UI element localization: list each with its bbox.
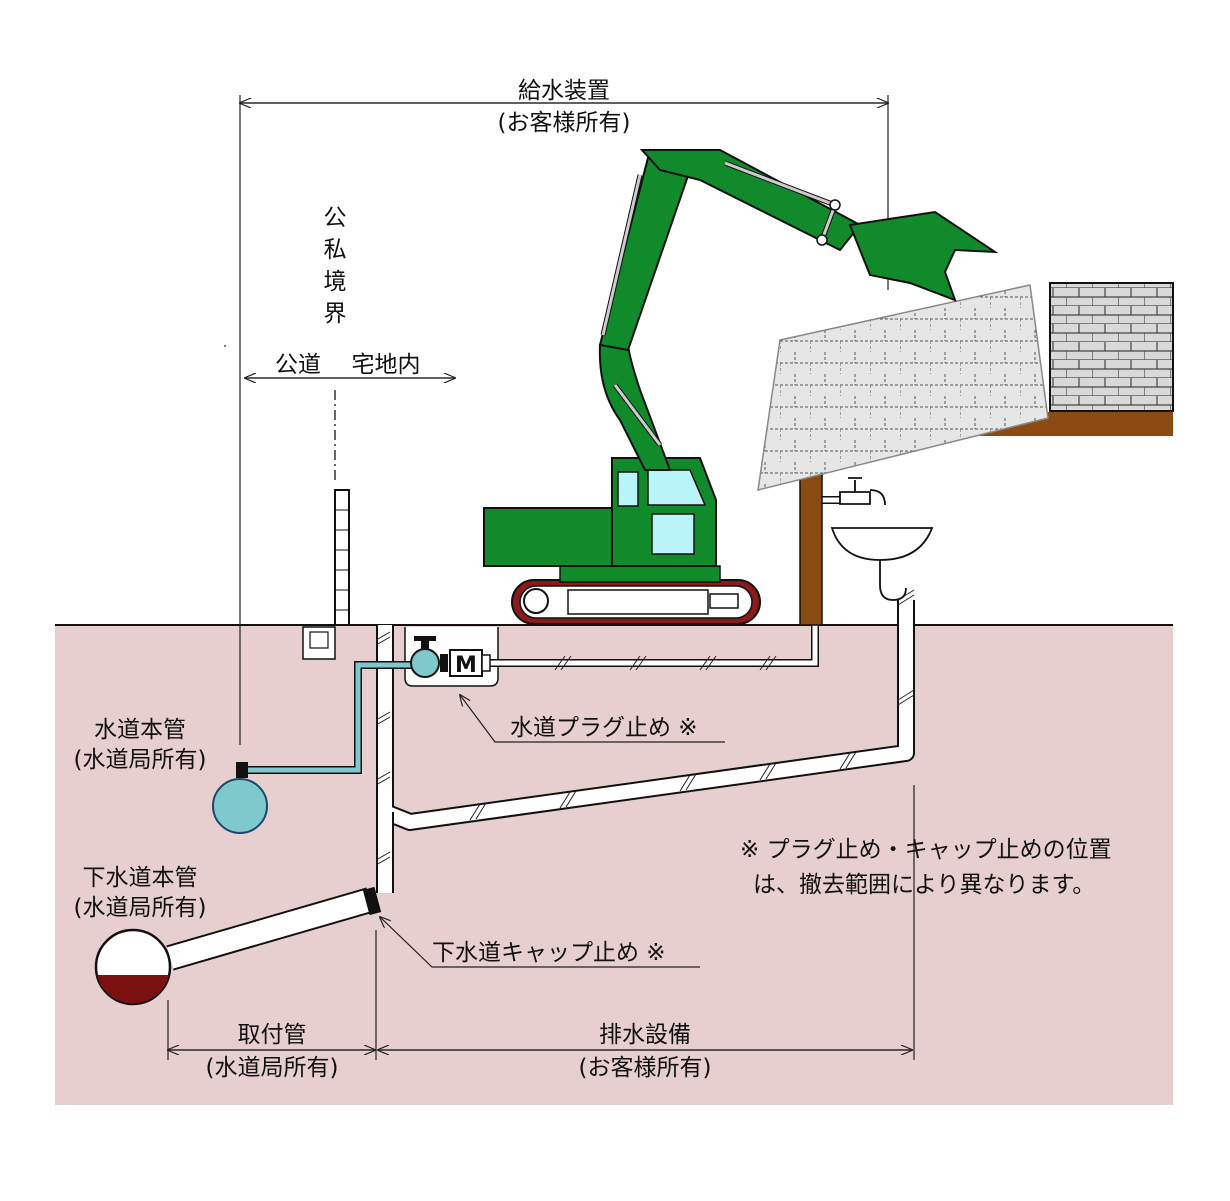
label-public-road: 公道 xyxy=(275,352,321,378)
label-note-line2: は、撤去範囲により異なります。 xyxy=(753,872,1095,898)
dimension-lines xyxy=(168,95,915,1060)
label-boundary-4: 界 xyxy=(324,301,347,327)
label-sewer-main-owner: (水道局所有) xyxy=(74,895,207,921)
label-sewer-main: 下水道本管 xyxy=(83,865,198,891)
label-drainage: 排水設備 xyxy=(599,1022,691,1048)
label-water-main: 水道本管 xyxy=(94,717,186,743)
stop-valve xyxy=(410,636,448,678)
faucet xyxy=(839,477,886,506)
label-private-land: 宅地内 xyxy=(352,352,421,378)
label-sewer-cap: 下水道キャップ止め ※ xyxy=(432,940,666,966)
meter-label: M xyxy=(455,653,477,678)
hatch-marks xyxy=(375,589,915,866)
attach-pipe xyxy=(166,886,382,971)
label-water-supply-owner: (お客様所有) xyxy=(498,110,631,136)
label-attach-pipe: 取付管 xyxy=(238,1022,307,1048)
excavator xyxy=(483,148,999,625)
label-boundary-2: 私 xyxy=(324,237,347,263)
label-water-main-owner: (水道局所有) xyxy=(74,747,207,773)
sink xyxy=(830,527,934,601)
label-attach-pipe-owner: (水道局所有) xyxy=(206,1055,339,1081)
label-water-plug: 水道プラグ止め ※ xyxy=(510,715,698,741)
label-water-supply: 給水装置 xyxy=(518,78,610,104)
label-boundary-3: 境 xyxy=(324,269,347,295)
block-wall xyxy=(334,489,350,626)
water-main xyxy=(212,762,268,834)
house xyxy=(757,282,1174,626)
label-drainage-owner: (お客様所有) xyxy=(579,1055,712,1081)
water-hatch xyxy=(554,655,777,671)
sewer-main xyxy=(94,928,172,1006)
label-boundary-1: 公 xyxy=(324,205,347,231)
drainage-pipe xyxy=(376,600,915,893)
ground-area xyxy=(55,625,1173,1105)
label-note-line1: ※ プラグ止め・キャップ止めの位置 xyxy=(740,837,1112,863)
leader-lines xyxy=(380,695,725,968)
